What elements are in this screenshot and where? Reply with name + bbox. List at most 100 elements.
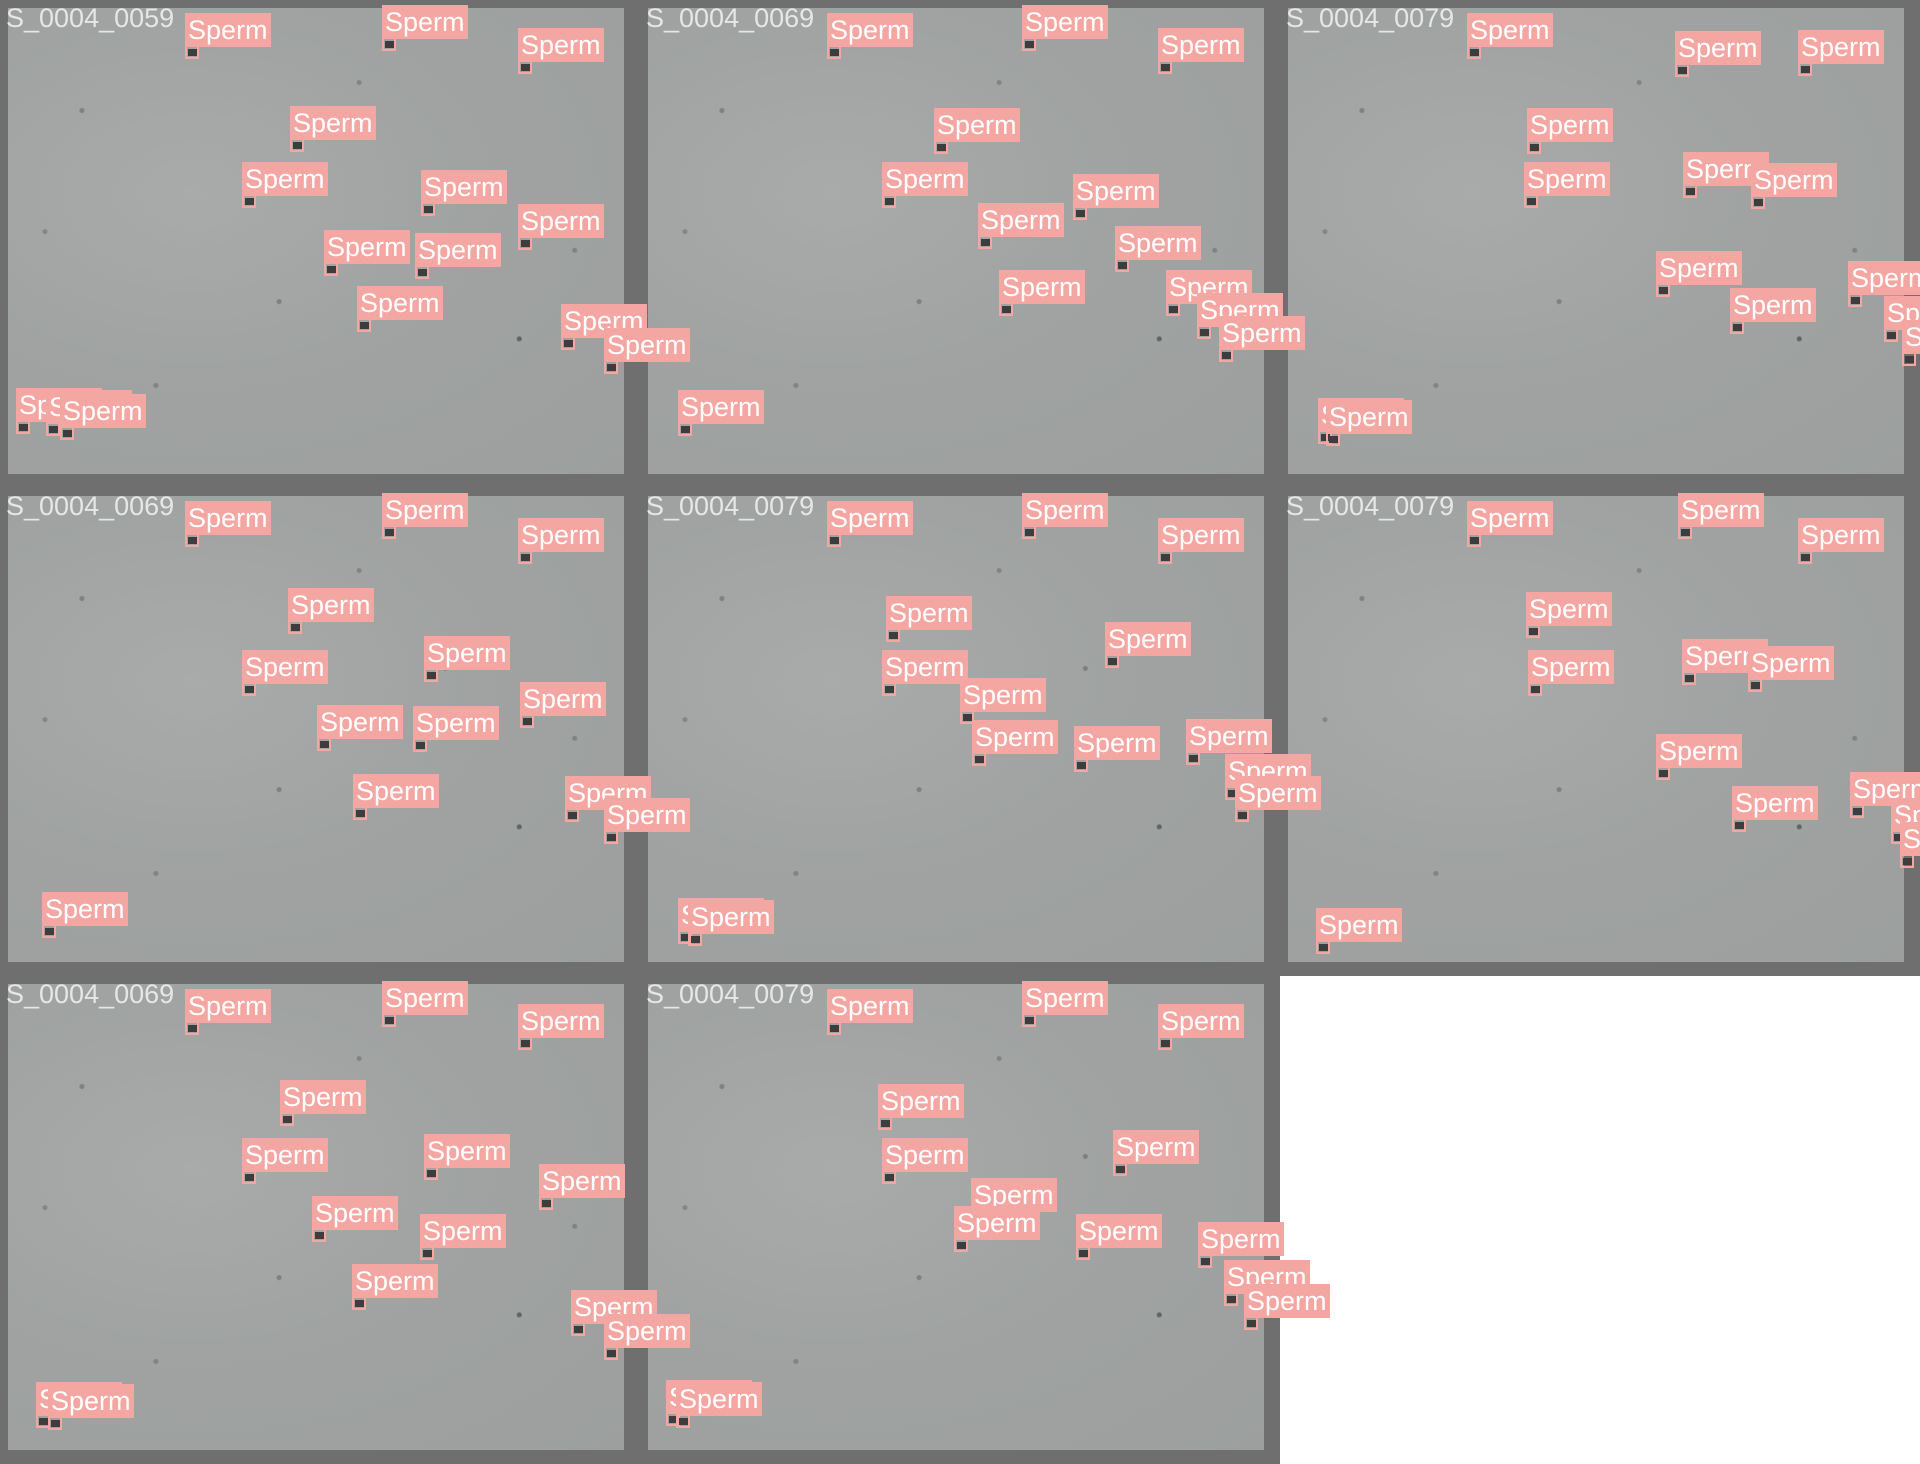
bounding-box-outline [1798, 62, 1812, 76]
tile-filename-label: S_0004_0079 [1286, 3, 1455, 33]
bounding-box-outline [1022, 1013, 1036, 1027]
detection-label: Sperm [1748, 646, 1834, 680]
detection-label: Sperm [886, 596, 972, 630]
detection-label: Sperm [518, 204, 604, 238]
sperm-cell [1222, 352, 1231, 359]
bounding-box-outline [1528, 682, 1542, 696]
sperm-cell [691, 936, 700, 943]
bounding-box-outline [382, 1013, 396, 1027]
sperm-cell [1161, 1040, 1170, 1047]
bounding-box-outline [882, 194, 896, 208]
detection-label: Sperm [1158, 28, 1244, 62]
bounding-box-outline [290, 138, 304, 152]
bounding-box-outline [934, 140, 948, 154]
detection-label: Sperm [242, 650, 328, 684]
detection-label: Sperm [317, 705, 403, 739]
sperm-cell [51, 1420, 60, 1427]
sperm-cell [542, 1200, 551, 1207]
bounding-box-outline [352, 1296, 366, 1310]
detection-label: Sperm [1022, 493, 1108, 527]
sperm-cell [1002, 306, 1011, 313]
bounding-box-outline [882, 1170, 896, 1184]
bounding-box-outline [1326, 432, 1340, 446]
bounding-box-outline [424, 668, 438, 682]
sperm-cell [1228, 790, 1237, 797]
sperm-cell [1470, 49, 1479, 56]
detection-label: Sperm [882, 1138, 968, 1172]
sperm-cell [423, 1250, 432, 1257]
bounding-box-outline [1732, 818, 1746, 832]
sperm-cell [1659, 287, 1668, 294]
tile-filename-label: S_0004_0079 [646, 979, 815, 1009]
detection-label: Sperm [882, 162, 968, 196]
microscopy-image [1288, 496, 1904, 962]
detection-label: Sperm [1073, 174, 1159, 208]
sperm-cell [1894, 834, 1903, 841]
bounding-box-outline [978, 235, 992, 249]
bounding-box-outline [1730, 320, 1744, 334]
detection-label: Sperm [678, 390, 764, 424]
sperm-cell [521, 64, 530, 71]
sperm-cell [1851, 297, 1860, 304]
detection-label: Sperm [1524, 162, 1610, 196]
bounding-box-outline [1675, 63, 1689, 77]
detection-label: Sperm [972, 720, 1058, 754]
detection-label: Sperm [280, 1080, 366, 1114]
sperm-cell [1161, 64, 1170, 71]
tile-filename-label: S_0004_0079 [1286, 491, 1455, 521]
bounding-box-outline [1224, 1292, 1238, 1306]
detection-label: Sperm [1902, 320, 1920, 354]
sperm-cell [327, 266, 336, 273]
sperm-cell [1076, 210, 1085, 217]
detection-label: Sperm [1113, 1130, 1199, 1164]
detection-label: Sperm [424, 1134, 510, 1168]
detection-label: Sperm [878, 1084, 964, 1118]
bounding-box-outline [1682, 671, 1696, 685]
bounding-box-outline [1316, 940, 1330, 954]
bounding-box-outline [1683, 184, 1697, 198]
sperm-cell [1247, 1320, 1256, 1327]
sperm-cell [188, 49, 197, 56]
detection-label: Sperm [520, 682, 606, 716]
sperm-cell [1530, 144, 1539, 151]
sperm-cell [679, 1418, 688, 1425]
detection-label: Sperm [518, 518, 604, 552]
sperm-cell [385, 41, 394, 48]
sperm-cell [1077, 762, 1086, 769]
bounding-box-outline [312, 1228, 326, 1242]
detection-label: Sperm [1656, 734, 1742, 768]
sperm-cell [1531, 686, 1540, 693]
detection-label: Sperm [1219, 316, 1305, 350]
bounding-box-outline [242, 682, 256, 696]
sperm-cell [356, 810, 365, 817]
bounding-box-outline [1158, 1036, 1172, 1050]
bounding-box-outline [1186, 751, 1200, 765]
tile-filename-label: S_0004_0059 [6, 3, 175, 33]
bounding-box-outline [1798, 550, 1812, 564]
sperm-cell [1118, 262, 1127, 269]
microscopy-image [1288, 8, 1904, 474]
detection-label: Sperm [1244, 1284, 1330, 1318]
tile-filename-label: S_0004_0069 [6, 979, 175, 1009]
detection-label: Sperm [185, 13, 271, 47]
bounding-box-outline [1467, 533, 1481, 547]
bounding-box-outline [954, 1238, 968, 1252]
sperm-cell [1025, 41, 1034, 48]
bounding-box-outline [288, 620, 302, 634]
sperm-cell [315, 1232, 324, 1239]
detection-label: Sperm [1076, 1214, 1162, 1248]
detection-label: Sperm [1527, 108, 1613, 142]
bounding-box-outline [280, 1112, 294, 1126]
detection-label: Sperm [1732, 786, 1818, 820]
sperm-cell [245, 1174, 254, 1181]
detection-label: Sperm [185, 501, 271, 535]
sperm-cell [45, 928, 54, 935]
detection-label: Sperm [827, 989, 913, 1023]
bounding-box-outline [565, 808, 579, 822]
bounding-box-outline [1527, 140, 1541, 154]
sperm-cell [607, 364, 616, 371]
bounding-box-outline [382, 37, 396, 51]
sperm-cell [1735, 822, 1744, 829]
detection-label: Sperm [539, 1164, 625, 1198]
